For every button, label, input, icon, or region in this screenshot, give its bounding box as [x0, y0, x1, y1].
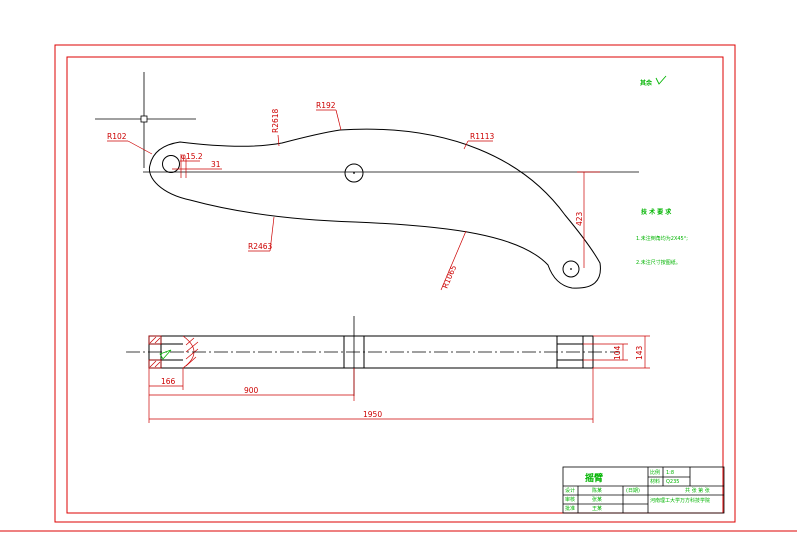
front-view-dimensions [107, 109, 600, 291]
title-scale-value: 1:8 [666, 470, 674, 476]
dim-d15-2: φ15.2 [181, 152, 203, 161]
title-school-name: 河南理工大学万方科技学院 [650, 497, 710, 504]
title-scale-label: 比例 [650, 469, 660, 476]
title-check-label: 审核 [565, 496, 575, 503]
dim-143: 143 [635, 345, 644, 360]
roughness-symbol [655, 75, 667, 85]
title-design-label: 设计 [565, 487, 575, 494]
title-material-label: 材料 [650, 478, 660, 485]
outer-frame [54, 44, 736, 523]
roughness-note: 其余 [640, 79, 653, 87]
dim-166: 166 [161, 377, 176, 386]
right-hole-center [570, 268, 572, 270]
left-pivot-hole [162, 155, 180, 173]
tech-requirement-2: 2.未注尺寸按图纸。 [636, 259, 681, 266]
title-approve-label: 批准 [565, 505, 575, 512]
right-pivot-hole [562, 260, 580, 278]
title-part-name: 摇臂 [585, 472, 603, 484]
title-design-name: 陈某 [592, 487, 602, 494]
section-view-dimensions [148, 335, 650, 423]
dim-r102: R102 [107, 132, 127, 141]
center-hole [344, 163, 364, 183]
dim-423: 423 [575, 211, 584, 226]
dim-r1065: R1065 [441, 264, 459, 290]
dim-r2618: R2618 [271, 108, 280, 133]
title-approve-name: 王某 [592, 506, 602, 512]
dim-r192: R192 [316, 101, 336, 110]
inner-frame [66, 56, 724, 514]
title-sheet-count: 共 张 第 张 [685, 487, 710, 494]
title-check-name: 张某 [592, 496, 602, 503]
dim-900: 900 [244, 386, 259, 395]
dim-31: 31 [211, 160, 221, 169]
dim-104: 104 [613, 345, 622, 360]
tech-requirements-title: 技 术 要 求 [641, 208, 672, 216]
center-hole-center [353, 172, 355, 174]
title-material-value: Q235 [666, 479, 679, 485]
dim-r2463: R2463 [248, 242, 273, 251]
weld-symbol [159, 349, 172, 360]
tech-requirement-1: 1.未注倒角均为2X45°; [636, 235, 688, 242]
arm-outline [148, 128, 601, 289]
crosshair-cursor-icon [95, 72, 196, 168]
dim-1950: 1950 [363, 410, 382, 419]
title-block [562, 466, 725, 514]
dim-r1113: R1113 [470, 132, 495, 141]
title-date-label: (日期) [626, 488, 640, 494]
